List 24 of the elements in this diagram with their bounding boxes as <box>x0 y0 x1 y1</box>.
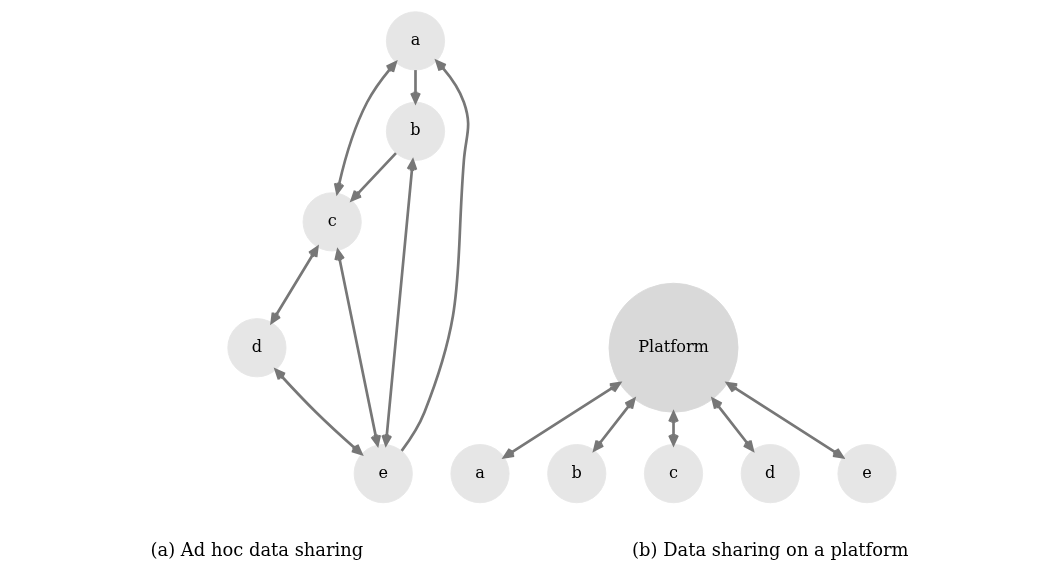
node-circle: e <box>353 444 413 504</box>
arrow <box>333 61 397 195</box>
arrow <box>711 397 754 452</box>
node-circle: d <box>740 444 800 504</box>
arrow <box>334 249 382 447</box>
arrow <box>668 411 679 446</box>
arrow <box>381 159 418 446</box>
node-circle: c <box>643 444 704 504</box>
label: (a) Ad hoc data sharing <box>150 538 364 560</box>
node-circle: b <box>385 101 446 161</box>
arrow <box>270 245 319 324</box>
arrow <box>502 381 621 459</box>
node-circle: c <box>302 192 362 252</box>
arrow <box>410 70 421 104</box>
arrow <box>593 397 636 452</box>
arrow <box>350 152 397 202</box>
node-circle: e <box>837 444 897 504</box>
node-circle: a <box>450 444 510 504</box>
arrow <box>726 381 845 459</box>
node-circle: b <box>547 444 607 504</box>
label: (b) Data sharing on a platform <box>632 538 909 560</box>
arrow <box>400 59 470 452</box>
arrow <box>274 368 363 456</box>
node-circle: d <box>227 318 287 378</box>
